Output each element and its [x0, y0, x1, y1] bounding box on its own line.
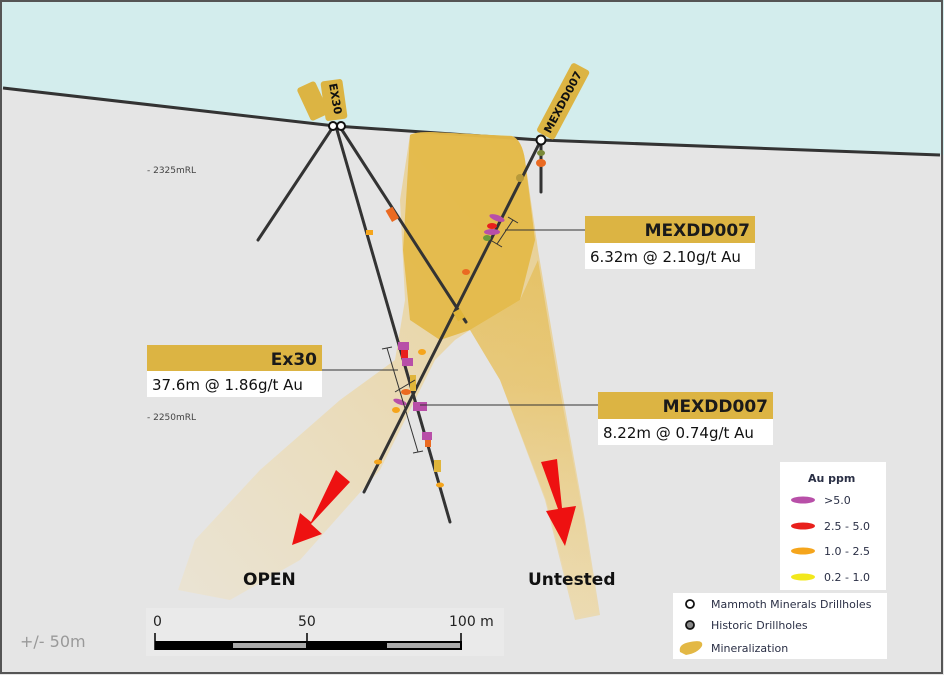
open-annotation: OPEN: [243, 570, 296, 590]
callout-hole-name: MEXDD007: [663, 397, 768, 417]
legend-grade-label: >5.0: [824, 494, 851, 507]
mineralization-swatch-icon: [679, 641, 703, 655]
callout-hole-name: MEXDD007: [645, 221, 750, 241]
scale-tick-50: 50: [298, 614, 316, 630]
callout-hole-name: Ex30: [271, 350, 317, 370]
drillhole-trace: [362, 140, 542, 494]
legend-symbol-label: Historic Drillholes: [711, 619, 808, 632]
legend-symbol-label: Mineralization: [711, 642, 788, 655]
legend-grade-label: 0.2 - 1.0: [824, 571, 870, 584]
legend-grade-label: 2.5 - 5.0: [824, 520, 870, 533]
assay-markers: [366, 150, 546, 488]
scale-tick-0: 0: [153, 614, 162, 630]
intercept-callout-ex30: Ex30 37.6m @ 1.86g/t Au: [147, 345, 322, 397]
ex30-collar-icon: [328, 121, 338, 131]
callout-result: 8.22m @ 0.74g/t Au: [603, 424, 754, 442]
legend-symbols: Mammoth Minerals Drillholes Historic Dri…: [673, 593, 887, 659]
sky-area: [0, 0, 944, 155]
legend-grade-label: 1.0 - 2.5: [824, 545, 870, 558]
ex30-collar-label: EX30: [326, 82, 344, 115]
section-tolerance-label: +/- 50m: [20, 632, 86, 651]
ex30-collar-tag: EX30: [297, 79, 348, 121]
callout-result: 37.6m @ 1.86g/t Au: [152, 376, 303, 394]
arrow-untested-icon: [541, 459, 576, 546]
mexdd007-collar-icon: [535, 134, 547, 146]
grade-swatch-icon: [791, 573, 815, 581]
grade-swatch-icon: [791, 496, 815, 504]
legend-title: Au ppm: [808, 472, 855, 485]
callout-result: 6.32m @ 2.10g/t Au: [590, 248, 741, 266]
scale-bar: 0 50 100 m: [146, 608, 504, 656]
interval-brackets: [322, 216, 598, 454]
drillhole-ex30-group: [256, 128, 468, 524]
collar-markers: [328, 121, 547, 146]
mammoth-drillhole-icon: [685, 599, 695, 609]
historic-drillhole-icon: [685, 620, 695, 630]
grade-swatch-icon: [791, 522, 815, 530]
rl-label-2250: - 2250mRL: [147, 413, 196, 423]
scale-tick-100: 100 m: [449, 614, 494, 630]
legend-au-ppm: Au ppm >5.0 2.5 - 5.0 1.0 - 2.5 0.2 - 1.…: [780, 462, 886, 590]
drillhole-trace: [340, 128, 468, 324]
drillhole-trace: [256, 128, 333, 242]
intercept-callout-mexdd007-upper: MEXDD007 6.32m @ 2.10g/t Au: [585, 216, 755, 269]
untested-annotation: Untested: [528, 570, 616, 590]
legend-symbol-label: Mammoth Minerals Drillholes: [711, 598, 872, 611]
intercept-callout-mexdd007-lower: MEXDD007 8.22m @ 0.74g/t Au: [598, 392, 773, 445]
rl-label-2325: - 2325mRL: [147, 166, 196, 176]
arrow-open-icon: [292, 470, 350, 545]
drillhole-trace: [335, 128, 452, 524]
ex30-collar-icon: [336, 121, 346, 131]
grade-swatch-icon: [791, 547, 815, 555]
